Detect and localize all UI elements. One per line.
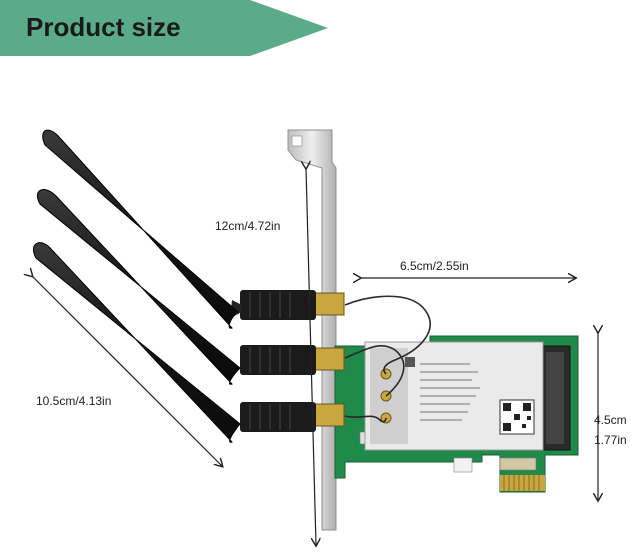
antenna-bottom (32, 242, 316, 443)
bracket-height-label: 12cm/4.72in (215, 219, 281, 233)
card-height-in: 1.77in (594, 433, 627, 447)
qr-code-icon (499, 399, 535, 435)
card-height-label: 4.5cm 1.77in (594, 410, 640, 450)
card-width-label: 6.5cm/2.55in (400, 259, 469, 273)
pci-bracket (287, 129, 337, 531)
wifi-module-card (364, 341, 544, 451)
card-height-cm: 4.5cm (594, 413, 627, 427)
antenna-cables (344, 295, 431, 423)
height-dimension-arrow (306, 168, 316, 545)
sma-connectors (313, 292, 345, 427)
banner-title: Product size (26, 12, 181, 42)
antenna-length-arrow (32, 276, 222, 466)
pcie-gold-contacts (500, 475, 545, 491)
product-size-banner (0, 0, 328, 56)
antenna-length-label: 10.5cm/4.13in (36, 394, 112, 408)
